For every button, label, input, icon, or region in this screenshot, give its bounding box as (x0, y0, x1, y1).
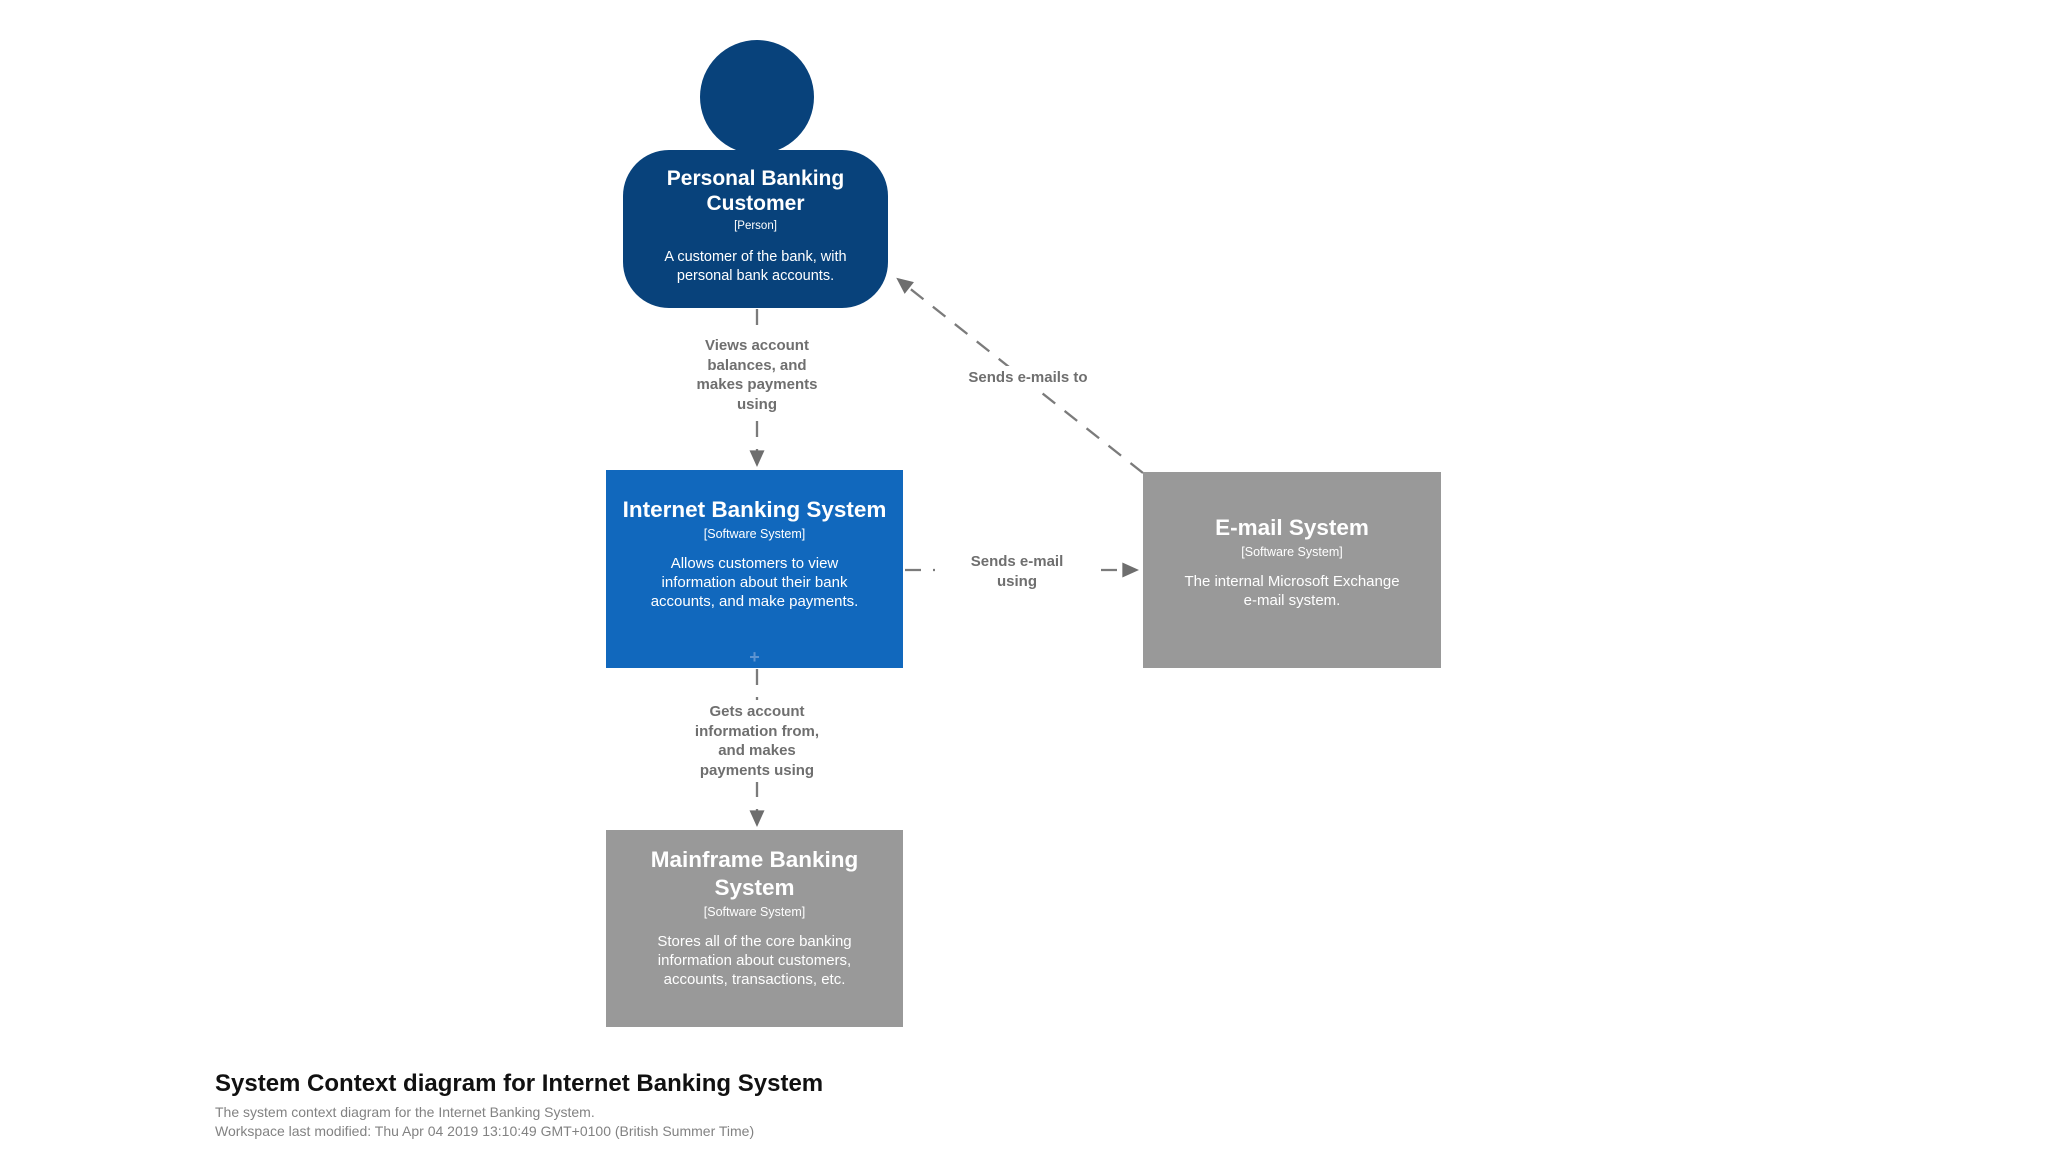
relationship-label-sends-emails-to[interactable]: Sends e-mails to (930, 366, 1126, 390)
diagram-title: System Context diagram for Internet Bank… (215, 1070, 824, 1097)
element-type-label: [Software System] (703, 527, 806, 541)
element-type-label: [Software System] (703, 905, 806, 919)
workspace-last-modified: Workspace last modified: Thu Apr 04 2019… (215, 1123, 755, 1139)
element-name: E-mail System (1215, 515, 1369, 540)
element-description: The internal Microsoft Exchange e-mail s… (1184, 573, 1400, 609)
element-name: Mainframe Banking System (650, 847, 859, 900)
element-type-label: [Software System] (1241, 545, 1343, 559)
diagram-title-block: System Context diagram for Internet Bank… (215, 1070, 823, 1141)
element-description: Allows customers to view information abo… (650, 555, 859, 610)
node-personal-banking-customer[interactable]: Personal Banking Customer [Person] A cus… (623, 150, 888, 308)
diagram-description: The system context diagram for the Inter… (215, 1104, 595, 1120)
node-internet-banking-system[interactable]: Internet Banking System [Software System… (606, 470, 903, 668)
zoom-in-plus-icon[interactable]: + (749, 647, 760, 667)
person-head-icon (700, 40, 814, 154)
relationship-label-gets-account[interactable]: Gets account information from, and makes… (652, 700, 862, 782)
element-name: Internet Banking System (622, 497, 887, 522)
element-type-label: [Person] (734, 220, 777, 232)
node-mainframe-banking-system[interactable]: Mainframe Banking System [Software Syste… (606, 830, 903, 1027)
element-name: Personal Banking Customer (666, 167, 845, 215)
relationship-label-sends-email-using[interactable]: Sends e-mail using (935, 550, 1099, 593)
element-description: Stores all of the core banking informati… (657, 933, 852, 988)
element-description: A customer of the bank, with personal ba… (664, 249, 847, 284)
node-email-system[interactable]: E-mail System [Software System] The inte… (1143, 472, 1441, 668)
relationship-label-views-account[interactable]: Views account balances, and makes paymen… (652, 334, 862, 416)
